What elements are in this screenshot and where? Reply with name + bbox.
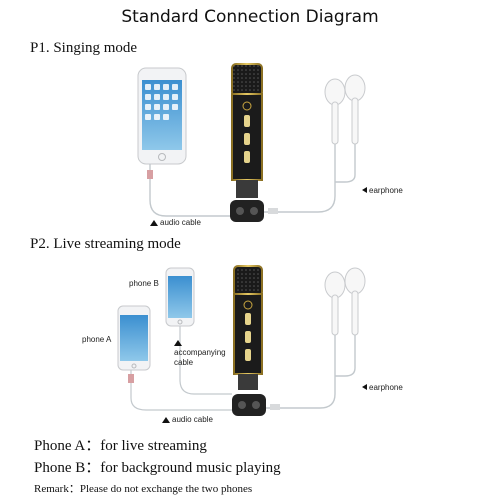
p2-phone-b	[165, 267, 195, 327]
legend-remark: Remark：Please do not exchange the two ph…	[34, 483, 253, 495]
p2-earphone	[266, 267, 366, 410]
mode1-heading: P1. Singing mode	[30, 40, 138, 56]
p1-microphone	[230, 63, 264, 222]
phone-a-label: phone A	[82, 335, 112, 344]
p2-earphone-label: earphone	[362, 383, 403, 392]
p1-audio-cable-label: audio cable	[150, 218, 201, 227]
arrow-up-icon	[162, 417, 170, 423]
arrow-left-icon	[362, 187, 367, 193]
p1-earphone-label: earphone	[362, 186, 403, 195]
legend-phone-a: Phone A：for live streaming	[34, 438, 207, 454]
arrow-up-icon	[150, 220, 158, 226]
p1-earphone	[264, 74, 366, 214]
p1-phone	[137, 67, 187, 165]
p2-audio-cable-label: audio cable	[162, 415, 213, 424]
arrow-up-icon	[174, 340, 182, 346]
arrow-left-icon	[362, 384, 367, 390]
diagram-title: Standard Connection Diagram	[121, 7, 379, 27]
p2-phone-a	[117, 305, 151, 371]
mode2-heading: P2. Live streaming mode	[30, 236, 181, 252]
legend-phone-b: Phone B：for background music playing	[34, 460, 281, 476]
phone-b-label: phone B	[129, 279, 159, 288]
p2-microphone	[232, 265, 266, 416]
accompanying-cable-label: accompanying cable	[174, 338, 226, 368]
